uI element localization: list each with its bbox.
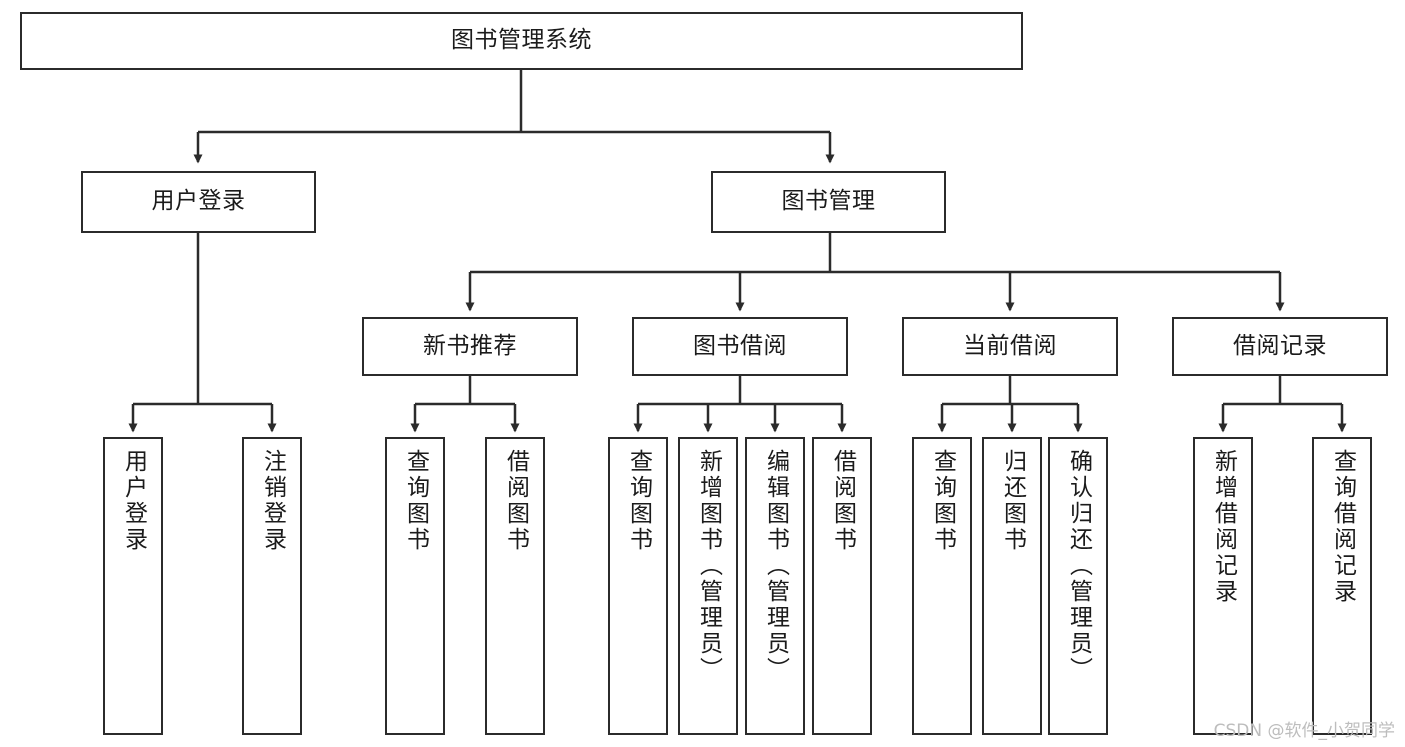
edges-currentborrow-to-leaves — [937, 376, 1083, 433]
node-leaf-edit-book[interactable]: 编辑图书（管理员） — [745, 437, 805, 735]
node-leaf-query-book-3[interactable]: 查询图书 — [912, 437, 972, 735]
node-leaf-borrow-book-2-label: 借阅图书 — [829, 449, 856, 553]
node-leaf-confirm-return-label: 确认归还（管理员） — [1065, 449, 1092, 683]
node-borrow-record[interactable]: 借阅记录 — [1172, 317, 1388, 376]
edges-userlogin-to-leaves — [128, 233, 277, 433]
node-book-manage[interactable]: 图书管理 — [711, 171, 946, 233]
node-leaf-user-login-label: 用户登录 — [120, 449, 147, 553]
node-book-borrow-label: 图书借阅 — [693, 332, 787, 359]
node-leaf-add-record[interactable]: 新增借阅记录 — [1193, 437, 1253, 735]
node-root[interactable]: 图书管理系统 — [20, 12, 1023, 70]
edges-bookmanage-to-level2 — [465, 233, 1285, 312]
node-leaf-query-book-3-label: 查询图书 — [929, 449, 956, 553]
node-leaf-query-book-2-label: 查询图书 — [625, 449, 652, 553]
edges-root-to-level1 — [193, 70, 835, 164]
edges-bookborrow-to-leaves — [633, 376, 847, 433]
node-root-label: 图书管理系统 — [451, 27, 592, 54]
node-new-book-recommend[interactable]: 新书推荐 — [362, 317, 578, 376]
node-leaf-borrow-book-1[interactable]: 借阅图书 — [485, 437, 545, 735]
node-leaf-query-record-label: 查询借阅记录 — [1329, 449, 1356, 605]
node-leaf-add-book[interactable]: 新增图书（管理员） — [678, 437, 738, 735]
node-current-borrow-label: 当前借阅 — [963, 332, 1057, 359]
node-leaf-borrow-book-2[interactable]: 借阅图书 — [812, 437, 872, 735]
node-leaf-query-record[interactable]: 查询借阅记录 — [1312, 437, 1372, 735]
node-leaf-query-book-2[interactable]: 查询图书 — [608, 437, 668, 735]
node-user-login-label: 用户登录 — [151, 188, 246, 215]
node-leaf-user-login[interactable]: 用户登录 — [103, 437, 163, 735]
node-current-borrow[interactable]: 当前借阅 — [902, 317, 1118, 376]
node-leaf-logout-label: 注销登录 — [259, 449, 286, 553]
node-user-login[interactable]: 用户登录 — [81, 171, 316, 233]
node-book-manage-label: 图书管理 — [781, 188, 876, 215]
edges-borrowrecord-to-leaves — [1218, 376, 1347, 433]
node-leaf-edit-book-label: 编辑图书（管理员） — [762, 449, 789, 683]
node-leaf-confirm-return[interactable]: 确认归还（管理员） — [1048, 437, 1108, 735]
node-leaf-return-book-label: 归还图书 — [999, 449, 1026, 553]
node-book-borrow[interactable]: 图书借阅 — [632, 317, 848, 376]
node-leaf-borrow-book-1-label: 借阅图书 — [502, 449, 529, 553]
node-leaf-return-book[interactable]: 归还图书 — [982, 437, 1042, 735]
node-leaf-query-book-1[interactable]: 查询图书 — [385, 437, 445, 735]
node-leaf-logout[interactable]: 注销登录 — [242, 437, 302, 735]
node-leaf-add-record-label: 新增借阅记录 — [1210, 449, 1237, 605]
node-new-book-recommend-label: 新书推荐 — [423, 332, 517, 359]
node-leaf-add-book-label: 新增图书（管理员） — [695, 449, 722, 683]
node-borrow-record-label: 借阅记录 — [1233, 332, 1327, 359]
node-leaf-query-book-1-label: 查询图书 — [402, 449, 429, 553]
edges-newbook-to-leaves — [410, 376, 520, 433]
